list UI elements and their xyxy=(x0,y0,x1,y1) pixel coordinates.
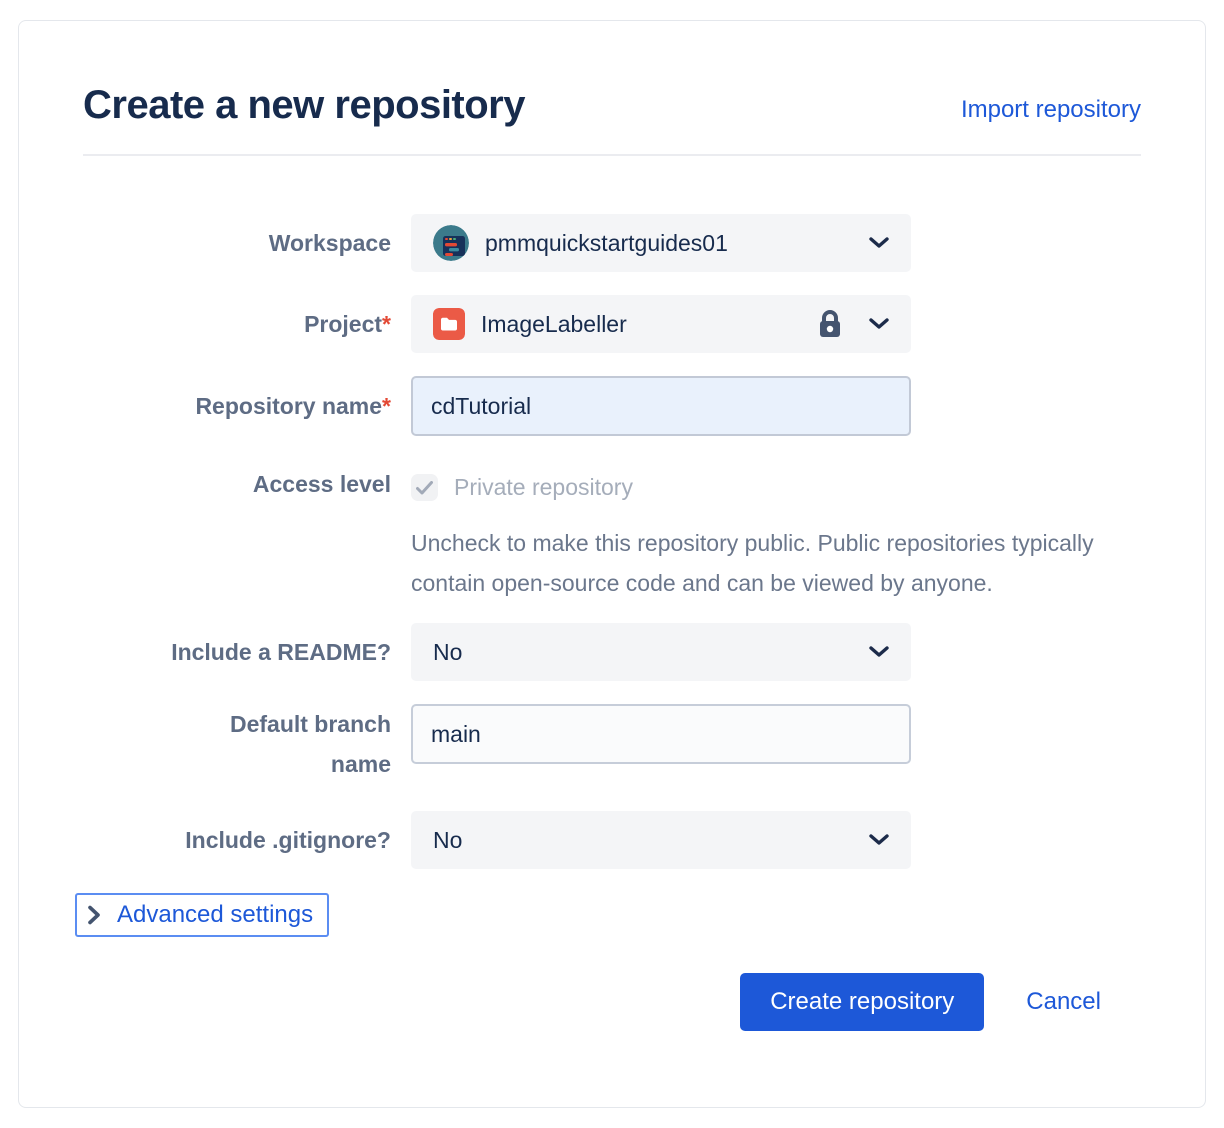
create-repository-dialog: Create a new repository Import repositor… xyxy=(18,20,1206,1108)
access-level-help-text: Uncheck to make this repository public. … xyxy=(411,530,1094,596)
workspace-select[interactable]: pmmquickstartguides01 xyxy=(411,214,911,272)
readme-value: No xyxy=(433,638,463,665)
repository-name-row: Repository name* xyxy=(83,376,1141,436)
lock-icon xyxy=(817,309,843,339)
project-row: Project* ImageLabeller xyxy=(83,295,1141,353)
default-branch-label: Default branch name xyxy=(229,711,391,777)
advanced-settings-toggle[interactable]: Advanced settings xyxy=(75,893,330,937)
gitignore-label: Include .gitignore? xyxy=(185,827,391,853)
check-icon xyxy=(416,480,433,494)
create-repository-button[interactable]: Create repository xyxy=(740,973,985,1031)
required-asterisk: * xyxy=(382,393,391,419)
header-divider xyxy=(83,154,1141,156)
chevron-down-icon xyxy=(869,645,889,659)
chevron-right-icon xyxy=(88,905,100,925)
workspace-label: Workspace xyxy=(268,230,391,256)
project-label: Project* xyxy=(304,311,391,337)
chevron-down-icon xyxy=(869,236,889,250)
chevron-down-icon xyxy=(869,833,889,847)
readme-select[interactable]: No xyxy=(411,623,911,681)
workspace-value: pmmquickstartguides01 xyxy=(485,229,728,256)
workspace-avatar xyxy=(433,225,469,261)
required-asterisk: * xyxy=(382,311,391,337)
workspace-row: Workspace xyxy=(83,214,1141,272)
access-level-label: Access level xyxy=(252,471,391,497)
project-select[interactable]: ImageLabeller xyxy=(411,295,911,353)
gitignore-select[interactable]: No xyxy=(411,811,911,869)
page-title: Create a new repository xyxy=(83,83,526,127)
cancel-button[interactable]: Cancel xyxy=(1026,988,1101,1015)
chevron-down-icon xyxy=(869,317,889,331)
repository-name-input[interactable] xyxy=(411,376,911,436)
import-repository-link[interactable]: Import repository xyxy=(960,96,1141,123)
default-branch-input[interactable] xyxy=(411,704,911,764)
private-repository-checkbox[interactable] xyxy=(411,474,438,501)
gitignore-row: Include .gitignore? No xyxy=(83,811,1141,869)
access-level-row: Access level Private repository Uncheck … xyxy=(83,468,1141,603)
private-repository-label: Private repository xyxy=(454,474,633,500)
dialog-header: Create a new repository Import repositor… xyxy=(83,83,1141,128)
readme-label: Include a README? xyxy=(171,639,391,665)
folder-icon xyxy=(433,308,465,340)
default-branch-row: Default branch name xyxy=(83,704,1141,784)
repository-name-label: Repository name* xyxy=(195,393,391,419)
create-repository-form: Workspace xyxy=(75,214,1141,1031)
project-value: ImageLabeller xyxy=(481,310,627,337)
dialog-footer: Create repository Cancel xyxy=(83,973,1141,1031)
gitignore-value: No xyxy=(433,826,463,853)
readme-row: Include a README? No xyxy=(83,623,1141,681)
advanced-settings-label: Advanced settings xyxy=(117,901,314,928)
